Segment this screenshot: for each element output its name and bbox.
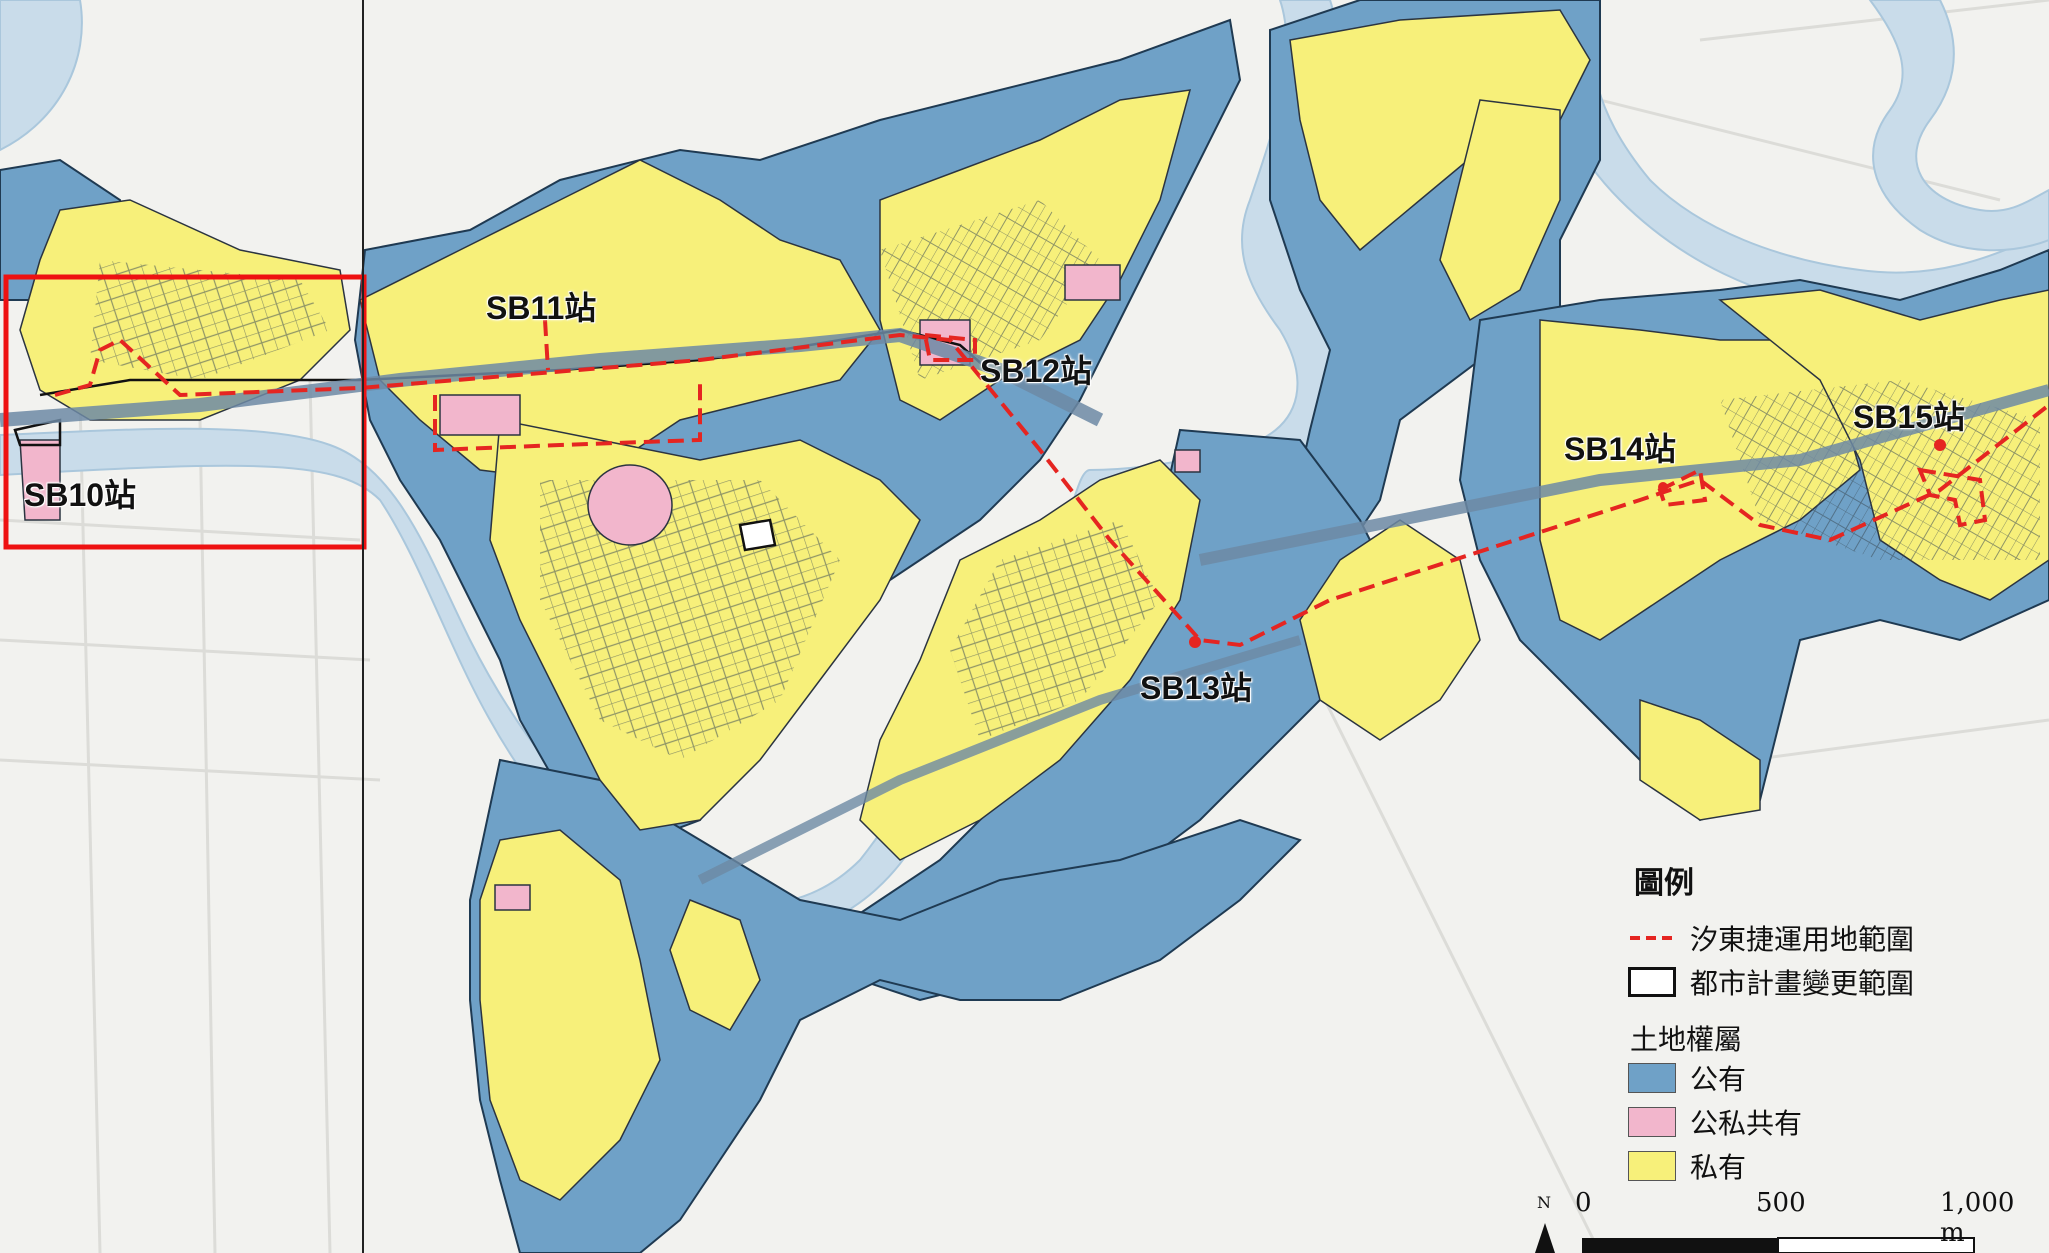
station-label-sb14: SB14站 (1564, 431, 1677, 467)
mixed-swatch (1628, 1107, 1676, 1137)
legend-plan-change-label: 都市計畫變更範圍 (1690, 967, 1915, 1000)
legend-row-public: 公有 (1628, 1058, 1746, 1098)
parcel-lines (90, 200, 2040, 760)
station-label-sb12: SB12站 (980, 353, 1093, 389)
station-label-sb15: SB15站 (1853, 399, 1966, 435)
scale-tick-1000: 1,000 m (1940, 1188, 2015, 1248)
legend-row-route: 汐東捷運用地範圍 (1628, 918, 1914, 958)
north-label: N (1537, 1193, 1551, 1212)
north-arrow-icon (1535, 1223, 1555, 1253)
station-label-sb13: SB13站 (1140, 670, 1253, 706)
station-label-sb10: SB10站 (24, 477, 137, 513)
scale-graphic (1535, 1223, 1975, 1253)
legend-row-plan-change: 都市計畫變更範圍 (1628, 962, 1914, 1002)
station-markers (1189, 439, 1946, 648)
legend-private-label: 私有 (1690, 1151, 1747, 1184)
public-swatch (1628, 1063, 1676, 1093)
legend-mixed-label: 公私共有 (1690, 1107, 1803, 1140)
legend-row-mixed: 公私共有 (1628, 1102, 1802, 1142)
map-legend: 圖例 汐東捷運用地範圍 都市計畫變更範圍 土地權屬 公有 公私共有 私有 (1628, 858, 2048, 1253)
plan-change-swatch (1628, 967, 1676, 997)
station-label-sb11: SB11站 (486, 290, 597, 326)
scale-bar: N 0 500 1,000 m (1520, 1188, 2040, 1253)
land-mixed (19, 264, 1201, 911)
private-swatch (1628, 1151, 1676, 1181)
route-line-swatch (1630, 936, 1674, 940)
legend-public-label: 公有 (1690, 1063, 1747, 1096)
legend-row-private: 私有 (1628, 1146, 1746, 1186)
highway (0, 327, 2049, 885)
mrt-route (54, 319, 2049, 648)
scale-tick-0: 0 (1575, 1188, 1592, 1218)
scale-tick-500: 500 (1756, 1188, 1806, 1218)
legend-title: 圖例 (1634, 866, 1694, 901)
legend-ownership-heading: 土地權屬 (1630, 1023, 1743, 1056)
legend-route-label: 汐東捷運用地範圍 (1690, 923, 1915, 956)
